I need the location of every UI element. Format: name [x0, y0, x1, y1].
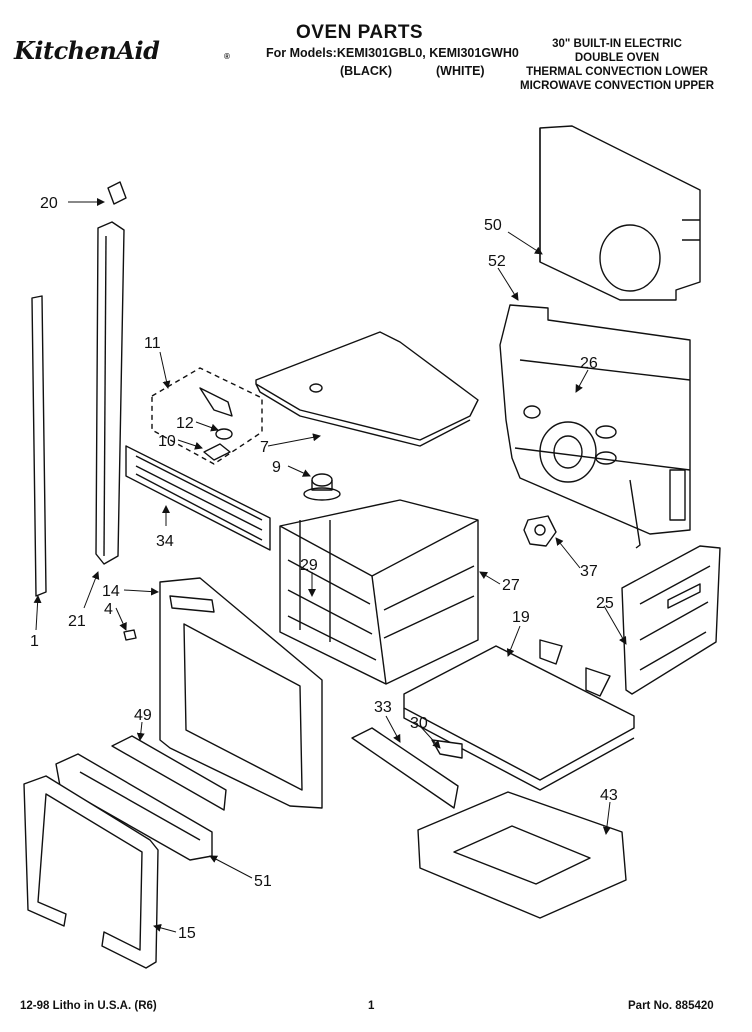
part-27-oven-cavity — [279, 499, 479, 685]
part-21-side-trim — [95, 221, 125, 565]
part-15-door-gasket — [23, 775, 159, 969]
callout-label: 14 — [102, 583, 120, 600]
part-52-back-wall — [499, 304, 691, 549]
callout-label: 4 — [104, 601, 113, 618]
part-30-latch — [431, 739, 463, 759]
part-37-convection-fan — [523, 515, 557, 547]
callout-label: 34 — [156, 533, 174, 550]
callout-label: 15 — [178, 925, 196, 942]
print-info: 12-98 Litho in U.S.A. (R6) — [20, 1000, 157, 1012]
part-49-deflector — [111, 735, 227, 811]
callout-label: 43 — [600, 787, 618, 804]
callout-label: 27 — [502, 577, 520, 594]
callout-label: 21 — [68, 613, 86, 630]
callout-label: 33 — [374, 699, 392, 716]
part-19-bottom-panel — [403, 639, 635, 791]
part-1-left-trim — [31, 295, 47, 597]
callout-label: 25 — [596, 595, 614, 612]
callout-label: 30 — [410, 715, 428, 732]
callout-label: 7 — [260, 439, 269, 456]
part-14-front-frame — [159, 577, 323, 809]
product-description-line: DOUBLE OVEN — [574, 52, 660, 64]
page-number: 1 — [368, 1000, 375, 1012]
color-black-label: (BLACK) — [340, 64, 393, 78]
callout-label: 29 — [300, 557, 318, 574]
callout-label: 19 — [512, 609, 530, 626]
callout-label: 50 — [484, 217, 502, 234]
brand-logo: KitchenAid — [14, 36, 160, 65]
part-9-fan-motor — [303, 473, 341, 501]
callout-label: 20 — [40, 195, 58, 212]
callout-label: 1 — [30, 633, 39, 650]
part-number: Part No. 885420 — [628, 1000, 714, 1012]
callout-label: 51 — [254, 873, 272, 890]
part-43-lower-tray — [417, 791, 627, 919]
product-description-line: THERMAL CONVECTION LOWER — [526, 66, 708, 78]
callout-label: 49 — [134, 707, 152, 724]
part-34-vent-grille — [125, 445, 271, 551]
part-11-sensor-assembly — [151, 367, 263, 465]
callout-label: 37 — [580, 563, 598, 580]
part-7-top-panel — [255, 331, 479, 447]
callout-label: 11 — [144, 335, 161, 352]
part-25-control-panel — [621, 545, 721, 695]
callout-label: 12 — [176, 415, 194, 432]
product-description-line: MICROWAVE CONVECTION UPPER — [519, 80, 715, 92]
product-description-line: 30" BUILT-IN ELECTRIC — [552, 38, 682, 50]
callout-label: 26 — [580, 355, 598, 372]
callout-label: 52 — [488, 253, 506, 270]
part-20-trim-cap — [107, 181, 127, 205]
callout-label: 9 — [272, 459, 281, 476]
callout-label: 10 — [158, 433, 176, 450]
registered-mark: ® — [224, 52, 230, 61]
page-title: OVEN PARTS — [296, 22, 424, 43]
color-white-label: (WHITE) — [436, 64, 485, 78]
part-50-rear-panel — [539, 125, 701, 301]
part-4-screw — [123, 629, 137, 641]
model-numbers: For Models:KEMI301GBL0, KEMI301GWH0 — [266, 46, 519, 60]
part-33-support-rail — [351, 727, 459, 809]
